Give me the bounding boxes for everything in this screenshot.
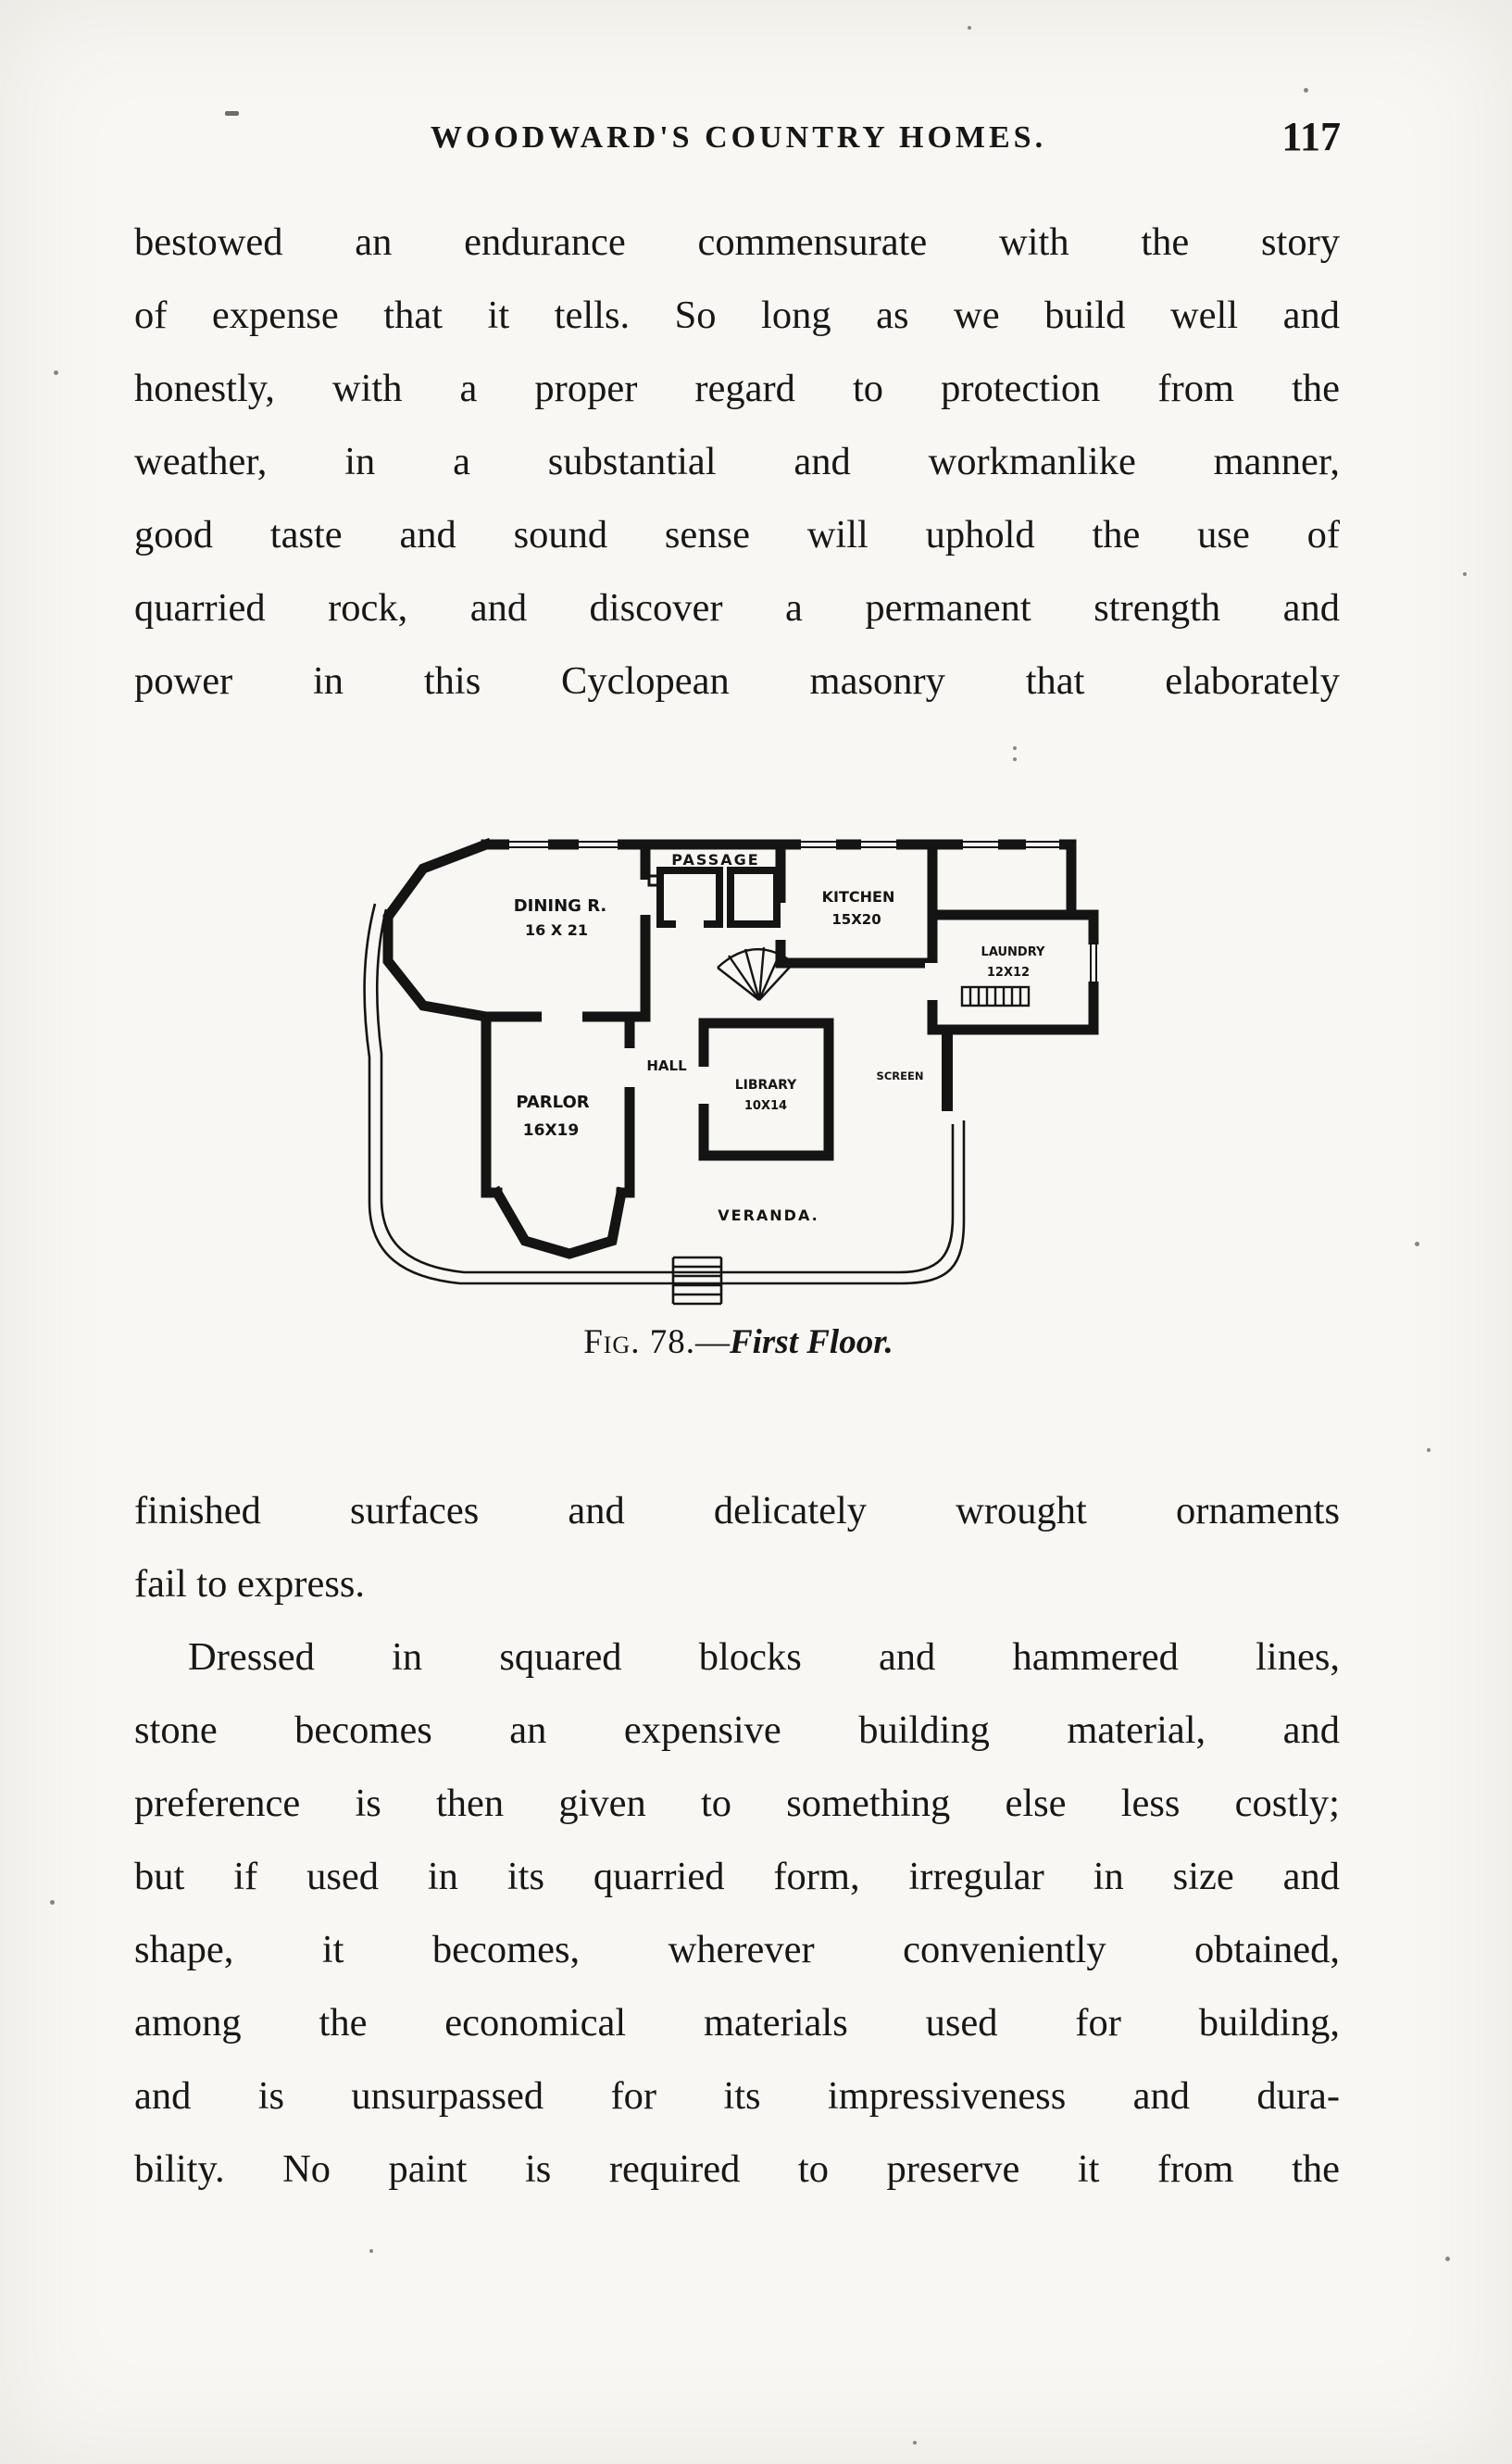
- text-line: weather, in a substantial and workmanlik…: [134, 440, 1340, 483]
- room-label-screen: SCREEN: [877, 1069, 924, 1082]
- text-line: of expense that it tells. So long as we …: [134, 294, 1340, 337]
- plan-spiral-stair: [717, 946, 794, 1001]
- text-line: power in this Cyclopean masonry that ela…: [134, 659, 1340, 703]
- text-line: stone becomes an expensive building mate…: [134, 1708, 1340, 1752]
- text-line: bility. No paint is required to preserve…: [134, 2147, 1340, 2191]
- text-line: but if used in its quarried form, irregu…: [134, 1855, 1340, 1898]
- scan-speck: [54, 370, 58, 375]
- room-label-passage: PASSAGE: [671, 851, 759, 869]
- room-label-hall: HALL: [646, 1057, 687, 1074]
- scan-speck: [1415, 1242, 1419, 1246]
- figure-caption-title: First Floor.: [729, 1323, 893, 1361]
- scan-speck: [1013, 746, 1017, 750]
- plan-windows: [509, 838, 1100, 982]
- scan-speck: [968, 26, 971, 30]
- plan-walls: [382, 837, 1099, 1259]
- room-label-library: LIBRARY: [735, 1078, 797, 1093]
- text-line: preference is then given to something el…: [134, 1782, 1340, 1825]
- plan-closets: [647, 867, 781, 930]
- text-line: honestly, with a proper regard to protec…: [134, 367, 1340, 410]
- text-line: shape, it becomes, wherever conveniently…: [134, 1928, 1340, 1971]
- text-line: fail to express.: [134, 1562, 366, 1606]
- paragraph-2-and-3: finished surfaces and delicately wrought…: [134, 1474, 1343, 2206]
- figure-caption-label: Fig. 78.: [583, 1323, 695, 1361]
- room-dims-library: 10X14: [744, 1099, 787, 1113]
- page-number: 117: [1281, 114, 1341, 159]
- scan-speck: [1013, 757, 1017, 761]
- scan-speck: [1427, 1448, 1431, 1452]
- room-label-dining: DINING R.: [514, 896, 607, 916]
- scan-speck: [1463, 572, 1467, 576]
- paragraph-1: bestowed an endurance commensurate with …: [134, 206, 1343, 718]
- plan-front-steps: [671, 1256, 723, 1306]
- plan-rear-steps: [960, 985, 1031, 1007]
- scan-speck: [1445, 2257, 1450, 2261]
- scan-speck: [1304, 88, 1308, 93]
- running-title: WOODWARD'S COUNTRY HOMES.: [430, 120, 1047, 155]
- room-dims-parlor: 16X19: [523, 1121, 579, 1140]
- room-label-parlor: PARLOR: [516, 1093, 589, 1112]
- scan-speck: [369, 2249, 373, 2253]
- room-dims-kitchen: 15X20: [831, 911, 881, 928]
- text-line: bestowed an endurance commensurate with …: [134, 220, 1340, 264]
- scan-speck: [225, 111, 239, 116]
- room-dims-dining: 16 X 21: [525, 921, 588, 939]
- room-label-veranda: VERANDA.: [718, 1207, 818, 1224]
- room-label-kitchen: KITCHEN: [822, 888, 895, 906]
- room-label-laundry: LAUNDRY: [981, 945, 1045, 959]
- text-line: and is unsurpassed for its impressivenes…: [134, 2074, 1340, 2118]
- floor-plan-drawing: PASSAGE DINING R. 16 X 21 KITCHEN 15X20 …: [363, 837, 1100, 1306]
- room-dims-laundry: 12X12: [987, 966, 1030, 980]
- text-line: finished surfaces and delicately wrought…: [134, 1489, 1340, 1532]
- scan-speck: [50, 1900, 55, 1905]
- text-line: good taste and sound sense will uphold t…: [134, 513, 1340, 557]
- text-line: among the economical materials used for …: [134, 2001, 1340, 2045]
- figure-caption-dash: —: [694, 1323, 730, 1361]
- page-header: WOODWARD'S COUNTRY HOMES. 117: [134, 113, 1343, 178]
- plan-veranda-outline: [363, 903, 966, 1285]
- figure-caption: Fig. 78.—First Floor.: [134, 1322, 1343, 1362]
- text-line: Dressed in squared blocks and hammered l…: [188, 1635, 1340, 1679]
- scan-speck: [913, 2441, 917, 2445]
- figure-floor-plan: PASSAGE DINING R. 16 X 21 KITCHEN 15X20 …: [347, 815, 1111, 1320]
- text-line: quarried rock, and discover a permanent …: [134, 586, 1340, 630]
- plan-screen-partition: [942, 1030, 953, 1111]
